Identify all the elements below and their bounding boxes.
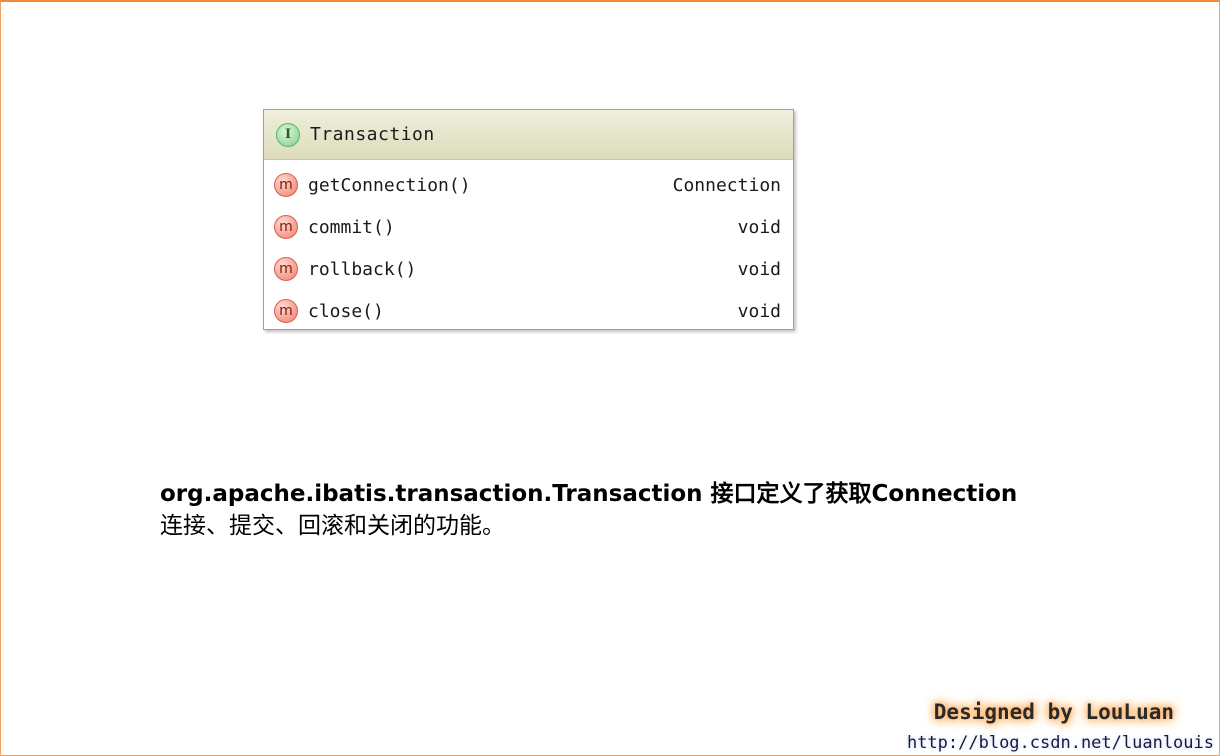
interface-icon: I bbox=[276, 122, 300, 147]
method-name: commit() bbox=[308, 216, 395, 238]
method-row: m rollback() void bbox=[264, 248, 793, 290]
blog-url: http://blog.csdn.net/luanlouis bbox=[906, 733, 1214, 753]
designed-by-credit: Designed by LouLuan bbox=[933, 700, 1174, 724]
interface-name: Transaction bbox=[310, 124, 435, 145]
uml-interface-box: I Transaction m getConnection() Connecti… bbox=[263, 109, 794, 330]
method-name: getConnection() bbox=[308, 174, 471, 196]
uml-header: I Transaction bbox=[264, 110, 793, 160]
description-line-1: org.apache.ibatis.transaction.Transactio… bbox=[160, 481, 1018, 507]
method-icon: m bbox=[274, 299, 298, 323]
method-icon: m bbox=[274, 215, 298, 239]
description-line-2: 连接、提交、回滚和关闭的功能。 bbox=[160, 513, 505, 539]
method-name: rollback() bbox=[308, 258, 417, 280]
method-return-type: void bbox=[737, 216, 781, 238]
method-icon: m bbox=[274, 257, 298, 281]
method-row: m getConnection() Connection bbox=[264, 164, 793, 206]
description-text: org.apache.ibatis.transaction.Transactio… bbox=[160, 478, 1080, 542]
method-return-type: Connection bbox=[672, 174, 781, 196]
method-icon: m bbox=[274, 173, 298, 197]
method-row: m commit() void bbox=[264, 206, 793, 248]
method-return-type: void bbox=[737, 300, 781, 322]
method-list: m getConnection() Connection m commit() … bbox=[264, 160, 793, 332]
method-row: m close() void bbox=[264, 290, 793, 332]
method-name: close() bbox=[308, 300, 384, 322]
method-return-type: void bbox=[737, 258, 781, 280]
